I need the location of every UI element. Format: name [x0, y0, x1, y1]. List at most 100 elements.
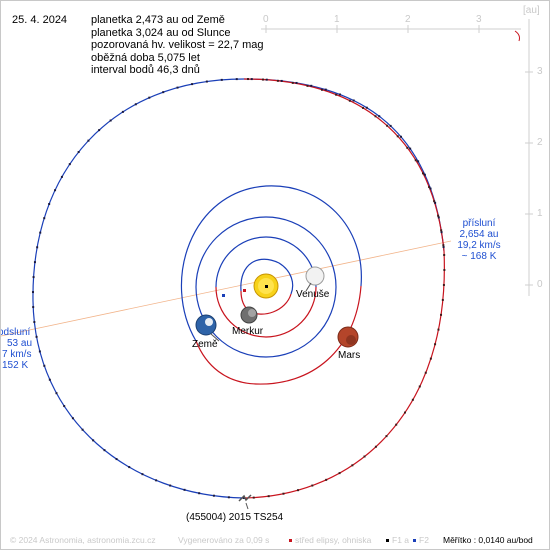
orbit-point	[434, 201, 437, 204]
aphelion-title: odsluní	[0, 327, 31, 338]
orbit-point	[54, 189, 57, 192]
orbit-point	[212, 494, 215, 497]
perihelion-temperature: ~ 168 K	[461, 251, 497, 262]
top-tick-label-1: 1	[334, 14, 340, 25]
earth-distance: planetka 2,473 au od Země	[91, 14, 225, 26]
orbit-point	[48, 378, 51, 381]
orbit-point	[325, 478, 328, 481]
orbit-point	[242, 496, 245, 499]
venus-pointer	[305, 282, 312, 292]
orbit-point	[443, 268, 446, 271]
f2-legend-dot	[413, 539, 416, 542]
asteroid-orbit-red	[243, 250, 445, 499]
mars-label: Mars	[338, 350, 361, 361]
orbit-point	[442, 246, 445, 249]
top-tick-label-0: 0	[263, 14, 269, 25]
orbit-point	[250, 78, 253, 81]
orbit-point	[374, 445, 377, 448]
asteroid-marker	[238, 494, 252, 502]
orbit-point	[31, 291, 34, 294]
orbit-point	[261, 78, 264, 81]
earth-land	[205, 318, 213, 326]
perihelion-title: přísluní	[462, 218, 496, 229]
orbit-point	[77, 151, 80, 154]
asteroid-orbit-red-top	[243, 78, 445, 252]
venus-orbit-blue	[215, 236, 317, 288]
generated-text: Vygenerováno za 0,09 s	[178, 535, 270, 545]
orbit-point	[276, 79, 279, 82]
orbit-point	[115, 458, 118, 461]
center-legend-dot	[289, 539, 292, 542]
orbit-point	[38, 350, 41, 353]
apparent-magnitude: pozorovaná hv. velikost = 22,7 mag	[91, 39, 264, 51]
orbit-point	[338, 93, 341, 96]
orbit-point	[33, 321, 36, 324]
venus-label: Venuše	[296, 289, 330, 300]
orbit-point	[442, 283, 445, 286]
orbit-point	[32, 276, 35, 279]
ellipse-center-marker	[243, 289, 246, 292]
orbit-point	[246, 78, 249, 81]
footer: © 2024 Astronomia, astronomia.zcu.cz Vyg…	[1, 534, 549, 548]
orbit-point	[295, 81, 298, 84]
right-tick-label-2: 2	[537, 137, 543, 148]
sun-distance: planetka 3,024 au od Slunce	[91, 26, 231, 39]
orbit-point	[134, 103, 137, 106]
focus-f2-marker	[222, 294, 225, 297]
orbit-point	[43, 364, 46, 367]
orbit-point	[68, 163, 71, 166]
orbit-point	[335, 93, 338, 96]
apsides-line	[1, 240, 452, 337]
perihelion-speed: 19,2 km/s	[457, 240, 501, 251]
orbit-point	[282, 492, 285, 495]
orbit-point	[442, 244, 445, 247]
orbit-point	[36, 246, 39, 249]
orbit-point	[103, 449, 106, 452]
info-block: planetka 2,473 au od Země planetka 3,024…	[91, 14, 264, 77]
focus-f1-marker	[265, 285, 268, 288]
orbit-point	[386, 124, 389, 127]
orbit-point	[406, 146, 409, 149]
orbit-point	[414, 159, 417, 162]
orbit-point	[252, 496, 255, 499]
orbit-point	[417, 160, 420, 163]
orbit-point	[227, 496, 230, 499]
orbit-point	[403, 411, 406, 414]
scale-text: Měřítko : 0,0140 au/bod	[443, 535, 533, 545]
orbit-point	[55, 392, 58, 395]
orbit-point	[395, 423, 398, 426]
venus-planet	[305, 266, 325, 286]
orbit-point	[365, 106, 368, 109]
orbit-point	[176, 86, 179, 89]
perihelion-info: přísluní 2,654 au 19,2 km/s ~ 168 K	[449, 218, 509, 262]
mercury-orbit-blue	[240, 258, 294, 295]
orbit-point	[440, 229, 443, 232]
orbit-point	[411, 398, 414, 401]
orbit-point	[418, 385, 421, 388]
orbit-point	[424, 371, 427, 374]
orbit-point	[71, 417, 74, 420]
top-tick-label-2: 2	[405, 14, 411, 25]
orbit-point	[437, 216, 440, 219]
orbit-point	[148, 96, 151, 99]
orbit-point	[235, 78, 238, 81]
orbit-point	[191, 83, 194, 86]
orbit-point	[92, 439, 95, 442]
orbit-point	[429, 187, 432, 190]
orbit-point	[220, 78, 223, 81]
orbit-point	[63, 405, 66, 408]
orbit-point	[385, 435, 388, 438]
mercury-highlight	[248, 309, 256, 317]
aphelion-distance: 53 au	[7, 338, 33, 349]
aphelion-speed: 7 km/s	[2, 349, 32, 360]
top-tick-label-3: 3	[476, 14, 482, 25]
orbit-point	[35, 335, 38, 338]
corner-arrow	[514, 30, 520, 42]
f1-legend-text: F1 a	[392, 535, 410, 545]
orbit-point	[437, 214, 440, 217]
aphelion-temperature: 152 K	[2, 360, 29, 371]
orbit-point	[81, 428, 84, 431]
orbit-point	[396, 135, 399, 138]
